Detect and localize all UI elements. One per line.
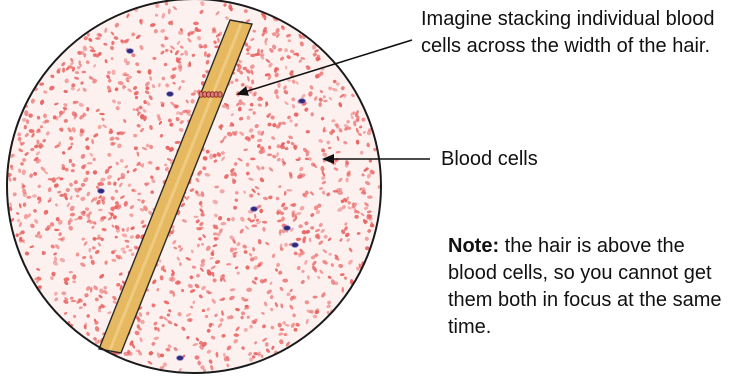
blood-cell (22, 118, 26, 122)
field-of-view (6, 0, 382, 373)
note-heading: Note: (448, 235, 499, 257)
note-annotation: Note: the hair is above the blood cells,… (448, 233, 733, 341)
white-cell (251, 207, 258, 212)
white-cell (167, 92, 174, 97)
blood-cell (285, 66, 287, 70)
blood-cell (250, 103, 254, 107)
blood-cell (252, 93, 256, 97)
blood-cell (87, 162, 93, 164)
white-cell (127, 49, 134, 54)
stacked-cells (199, 92, 222, 98)
blood-cell (295, 159, 300, 161)
blood-cell (345, 178, 348, 183)
blood-cell (200, 365, 204, 369)
stacked-cell (218, 92, 222, 98)
blood-cell (71, 169, 75, 172)
white-cell (177, 356, 184, 361)
blood-cell (265, 342, 268, 346)
white-cell (98, 189, 105, 194)
white-cell (299, 99, 306, 104)
blood-cell (148, 69, 152, 75)
blood-cell (342, 287, 345, 293)
white-cell (284, 226, 291, 231)
white-cell (292, 243, 299, 248)
blood-cells-label: Blood cells (441, 146, 538, 173)
stacking-annotation: Imagine stacking individual blood cells … (421, 6, 731, 60)
blood-cell (284, 333, 288, 336)
blood-cell (367, 195, 373, 199)
